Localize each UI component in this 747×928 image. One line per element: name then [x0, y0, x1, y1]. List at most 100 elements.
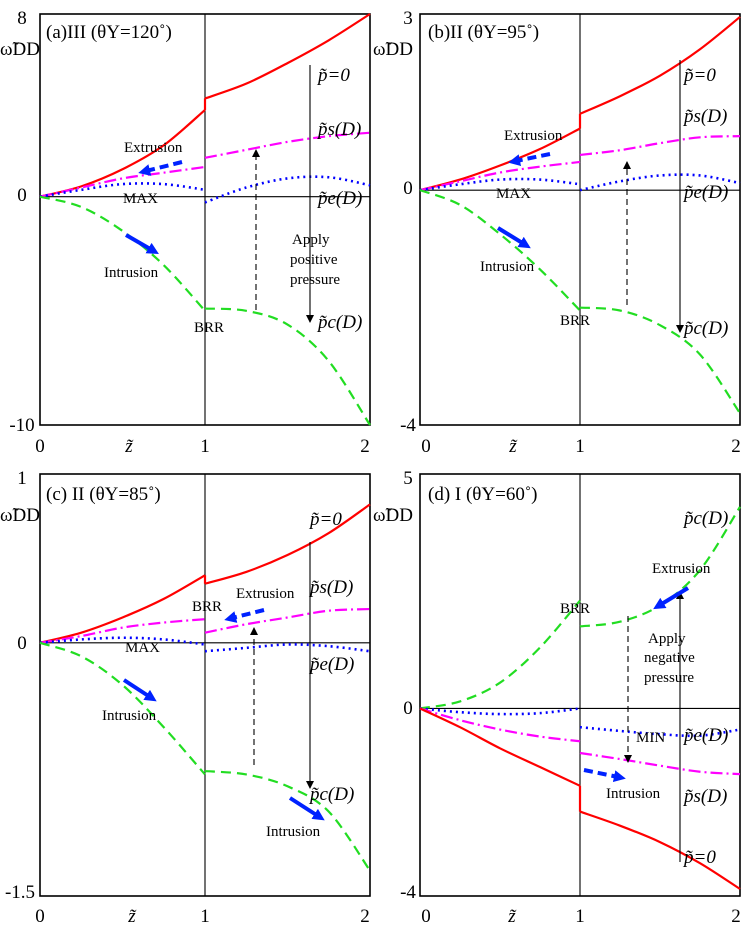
- panel-a-max-label: MAX: [123, 191, 158, 207]
- panel-a-intrusion-arrow: [125, 233, 159, 254]
- panel-a-series-0-segment-1: [204, 13, 371, 100]
- panel-d-series-0-segment-0: [419, 599, 581, 710]
- panel-c-brr-label: BRR: [192, 599, 222, 615]
- panel-a-ytick-zero: 0: [17, 185, 27, 206]
- panel-b-brr-label: BRR: [560, 313, 590, 329]
- panel-d-extrusion-label: Extrusion: [652, 561, 711, 577]
- panel-b-series-3-segment-1: [579, 306, 741, 414]
- panel-d-intrusion-label: Intrusion: [606, 786, 661, 802]
- panel-a: (a)III (θY=120˚) 8 0 -10 0 1 2 z̃ ω̃DD p…: [0, 8, 371, 457]
- panel-c-intrusion-label: Intrusion: [102, 708, 157, 724]
- panel-b-extrusion-arrow: [508, 152, 551, 167]
- panel-c-ytick-bottom: -1.5: [5, 882, 35, 903]
- panel-a-apply-label: Apply: [292, 232, 330, 248]
- panel-d-intrusion-arrow: [583, 768, 626, 783]
- panel-b-max-label: MAX: [496, 186, 531, 202]
- panel-b-ytick-top: 3: [403, 8, 413, 29]
- panel-c-intrusion-arrow: [122, 678, 157, 702]
- panel-b-xlabel: z̃: [508, 436, 518, 457]
- panel-a-label-ps: p̃s(D): [316, 119, 361, 140]
- panel-c-intrusion2-arrow: [288, 796, 325, 821]
- panel-c-extrusion-label: Extrusion: [236, 586, 295, 602]
- panel-b-ytick-zero: 0: [403, 178, 413, 199]
- panel-c-series-1-segment-0: [39, 618, 206, 644]
- panel-c-xtick-2: 2: [360, 906, 370, 927]
- panel-a-brr-label: BRR: [194, 320, 224, 336]
- panel-b-xtick-1: 1: [575, 436, 585, 457]
- panel-c-series-3-segment-1: [204, 769, 371, 872]
- panel-a-xtick-0: 0: [35, 436, 45, 457]
- panel-a-xtick-1: 1: [200, 436, 210, 457]
- panel-b: (b)II (θY=95˚) 3 0 -4 0 1 2 z̃ ω̃DD p̃=0…: [373, 8, 741, 457]
- panel-b-series-1-segment-0: [419, 160, 581, 192]
- panel-d-ytick-top: 5: [403, 468, 413, 489]
- panel-c-label-pc: p̃c(D): [308, 784, 354, 805]
- panel-b-ylabel: ω̃DD: [373, 39, 413, 60]
- panel-a-title: (a)III (θY=120˚): [46, 22, 172, 43]
- panel-d-min-label: MIN: [636, 730, 665, 746]
- panel-d-ytick-zero: 0: [403, 698, 413, 719]
- panel-d-series-3-segment-1: [579, 810, 741, 890]
- panel-a-intrusion-label: Intrusion: [104, 265, 159, 281]
- panel-a-series-1-segment-1: [204, 131, 371, 159]
- panel-d-label-pe: p̃e(D): [682, 725, 728, 746]
- panel-c-label-ps: p̃s(D): [308, 577, 353, 598]
- panel-a-label-pc: p̃c(D): [316, 312, 362, 333]
- panel-a-series-1-segment-0: [39, 165, 206, 198]
- panel-c-series-0-segment-0: [39, 574, 206, 644]
- panel-d-label-pc: p̃c(D): [682, 508, 728, 529]
- panel-c-max-label: MAX: [125, 640, 160, 656]
- panel-b-extrusion-label: Extrusion: [504, 128, 563, 144]
- panel-a-series-3-segment-0: [39, 195, 206, 312]
- panel-d-xtick-0: 0: [421, 906, 431, 927]
- panel-a-series-2-segment-0: [39, 182, 206, 198]
- panel-a-label-pe: p̃e(D): [316, 188, 362, 209]
- panel-d-negative-label: negative: [644, 650, 695, 666]
- panel-a-series-3-segment-1: [204, 307, 371, 426]
- panel-a-xlabel: z̃: [124, 436, 134, 457]
- panel-b-ytick-bottom: -4: [400, 415, 416, 436]
- panel-c-extrusion-arrow: [224, 608, 265, 623]
- panel-d-series-1-segment-1: [579, 725, 741, 738]
- panel-a-extrusion-arrow: [138, 160, 183, 176]
- panel-b-series-0-segment-1: [579, 16, 741, 115]
- panel-c-series-2-segment-1: [204, 643, 371, 653]
- panel-b-label-pe: p̃e(D): [682, 182, 728, 203]
- panel-d-brr-label: BRR: [560, 601, 590, 617]
- panel-b-label-ps: p̃s(D): [682, 106, 727, 127]
- panel-d-extrusion-arrow: [653, 586, 690, 610]
- panel-d-label-p0: p̃=0: [682, 847, 716, 868]
- panel-b-intrusion-label: Intrusion: [480, 259, 535, 275]
- panel-a-xtick-2: 2: [360, 436, 370, 457]
- panel-d-xtick-1: 1: [575, 906, 585, 927]
- panel-b-title: (b)II (θY=95˚): [428, 22, 539, 43]
- panel-d-pressure-label: pressure: [644, 670, 694, 686]
- panel-c-title: (c) II (θY=85˚): [46, 484, 161, 505]
- panel-d-series-2-segment-0: [419, 707, 581, 743]
- panel-c-xlabel: z̃: [127, 906, 137, 927]
- panel-a-extrusion-label: Extrusion: [124, 140, 183, 156]
- panel-c-label-p0: p̃=0: [308, 509, 342, 530]
- panel-b-label-p0: p̃=0: [682, 65, 716, 86]
- panel-a-label-p0: p̃=0: [316, 65, 350, 86]
- panel-c-ytick-zero: 0: [17, 633, 27, 654]
- panel-d-ylabel: ω̃DD: [373, 505, 413, 526]
- panel-b-series-1-segment-1: [579, 135, 741, 157]
- panel-d-ytick-bottom: -4: [400, 882, 416, 903]
- panel-b-xtick-2: 2: [731, 436, 741, 457]
- panel-c: (c) II (θY=85˚) 1 0 -1.5 0 1 2 z̃ ω̃DD p…: [0, 468, 371, 927]
- panel-c-ytick-top: 1: [17, 468, 27, 489]
- panel-c-ylabel: ω̃DD: [0, 505, 40, 526]
- panel-c-xtick-0: 0: [35, 906, 45, 927]
- panel-c-label-pe: p̃e(D): [308, 654, 354, 675]
- panel-d-series-2-segment-1: [579, 751, 741, 776]
- panel-a-ylabel: ω̃DD: [0, 39, 40, 60]
- panel-c-series-1-segment-1: [204, 607, 371, 634]
- panel-a-ytick-bottom: -10: [9, 415, 34, 436]
- panel-d-xtick-2: 2: [731, 906, 741, 927]
- panel-b-series-2-segment-0: [419, 177, 581, 192]
- panel-b-xtick-0: 0: [421, 436, 431, 457]
- panel-a-positive-label: positive: [290, 252, 338, 268]
- panel-d-label-ps: p̃s(D): [682, 786, 727, 807]
